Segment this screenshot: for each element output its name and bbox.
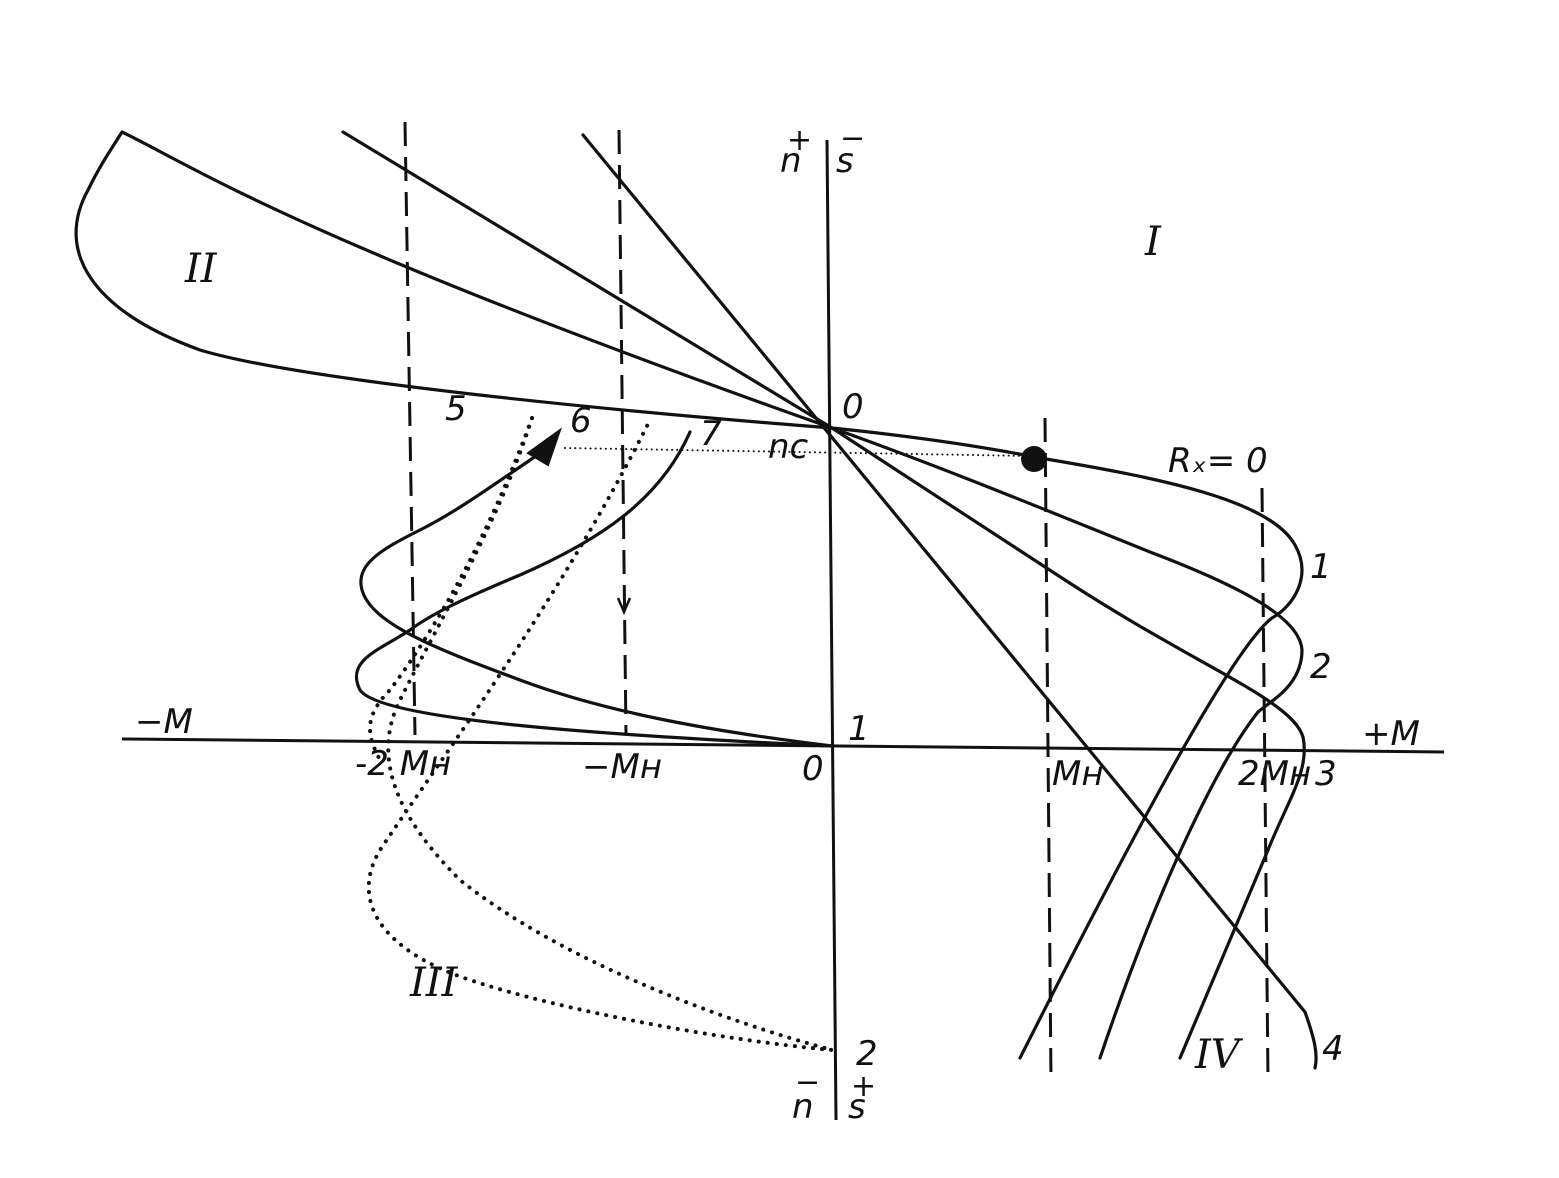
- curve-label-6: 6: [570, 401, 592, 441]
- dashed-line-2Mn: [1260, 487, 1270, 1081]
- curve-3-upper: [341, 130, 1306, 1060]
- curve-II-loop: [74, 130, 834, 430]
- y-bottom-s-label: s: [848, 1087, 866, 1127]
- vertical-axis: [825, 139, 838, 1121]
- x-neg-label: −M: [135, 702, 193, 742]
- tick-Mn: Mн: [1052, 754, 1104, 794]
- quadrant-III: III: [409, 960, 459, 1006]
- arrow-head: [526, 427, 562, 467]
- horizontal-axis: [121, 737, 1445, 754]
- y-bottom-n-minus: −: [795, 1065, 820, 1100]
- curve-7: [354, 430, 834, 748]
- nc-dotted-line: [564, 447, 1031, 457]
- operating-point: [1021, 446, 1047, 472]
- quadrant-II: II: [184, 246, 218, 292]
- curve-label-7: 7: [700, 414, 722, 454]
- dashed-line-minus-Mn: [617, 129, 628, 736]
- curve-label-1: 1: [1310, 547, 1332, 587]
- y-bottom-s-plus: +: [851, 1069, 876, 1104]
- curve-label-2: 2: [1310, 647, 1332, 687]
- nc-label: nс: [768, 427, 809, 467]
- quadrant-I: I: [1144, 219, 1162, 265]
- curve-1: [830, 426, 1304, 1060]
- y-top-n-label: n: [780, 141, 802, 181]
- curve-label-5: 5: [445, 389, 467, 429]
- curve-III-dotted: [366, 416, 833, 1052]
- y-top-s-label: s: [836, 141, 854, 181]
- dashed-line-Mn: [1043, 417, 1053, 1081]
- tick-2Mn: 2Mн: [1238, 754, 1311, 794]
- curve-label-4: 4: [1322, 1029, 1344, 1069]
- curve-4-tail: [1303, 1010, 1318, 1070]
- steep-line: [581, 133, 1307, 1014]
- one-label: 1: [848, 709, 870, 749]
- dashed-line-minus-2Mn: [403, 121, 417, 736]
- quadrant-IV: IV: [1194, 1032, 1244, 1078]
- curve-5-dotted: [368, 416, 534, 762]
- curve-label-3: 3: [1315, 754, 1337, 794]
- small-arrow-marker: [616, 597, 632, 616]
- rx-label: Rₓ= 0: [1168, 441, 1268, 481]
- tick-minus-Mn: −Mн: [582, 747, 662, 787]
- y-top-s-minus: −: [840, 121, 865, 156]
- tick-origin: 0: [802, 749, 824, 789]
- two-label: 2: [856, 1034, 878, 1074]
- tick-minus-2Mn: -2 Mн: [355, 744, 451, 784]
- curve-2: [830, 426, 1304, 1060]
- y-top-n-plus: +: [787, 123, 812, 158]
- y-bottom-n-label: n: [792, 1087, 814, 1127]
- x-pos-label: +M: [1362, 714, 1420, 754]
- top-zero-label: 0: [842, 387, 864, 427]
- curve-6: [359, 448, 834, 748]
